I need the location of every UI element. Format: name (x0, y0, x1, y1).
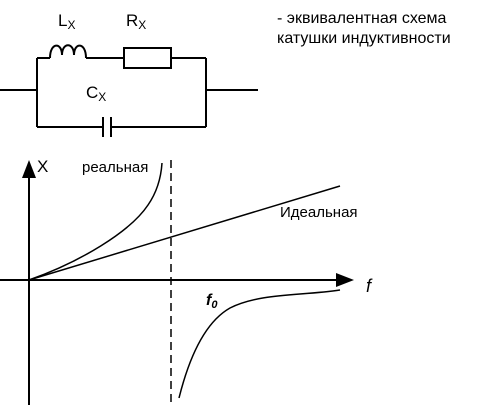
caption-line-2: катушки индуктивности (277, 30, 451, 47)
circuit-caption: - эквивалентная схема катушки индуктивно… (277, 9, 451, 49)
inductor-letter: L (58, 11, 67, 30)
resonance-label: f0 (206, 292, 218, 311)
x-axis-arrowhead (336, 273, 354, 287)
capacitor-label: CX (86, 83, 106, 104)
inductor-coil (49, 44, 87, 59)
capacitor-subscript: X (98, 90, 106, 104)
x-axis-label: f (366, 276, 373, 296)
ideal-curve (28, 185, 341, 281)
resonance-subscript: 0 (211, 299, 218, 311)
caption-line-1: - эквивалентная схема (277, 10, 447, 27)
inductor-subscript: X (67, 18, 75, 32)
y-axis-label: X (37, 157, 48, 176)
resonance-letter: f (206, 292, 213, 309)
resistor-letter: R (126, 11, 138, 30)
capacitor-letter: C (86, 83, 98, 102)
resistor-subscript: X (138, 18, 146, 32)
resistor-body (123, 47, 172, 69)
circuit-diagram (0, 44, 258, 137)
ideal-curve-label: Идеальная (280, 204, 358, 221)
real-curve-label: реальная (82, 159, 148, 176)
y-axis-arrowhead (22, 160, 36, 178)
reactance-graph: X f f0 реальная Идеальная (0, 157, 373, 406)
real-curve-upper-branch (28, 162, 163, 281)
real-curve-lower-branch (178, 289, 341, 399)
inductor-label: LX (58, 11, 75, 32)
resistor-label: RX (126, 11, 146, 32)
